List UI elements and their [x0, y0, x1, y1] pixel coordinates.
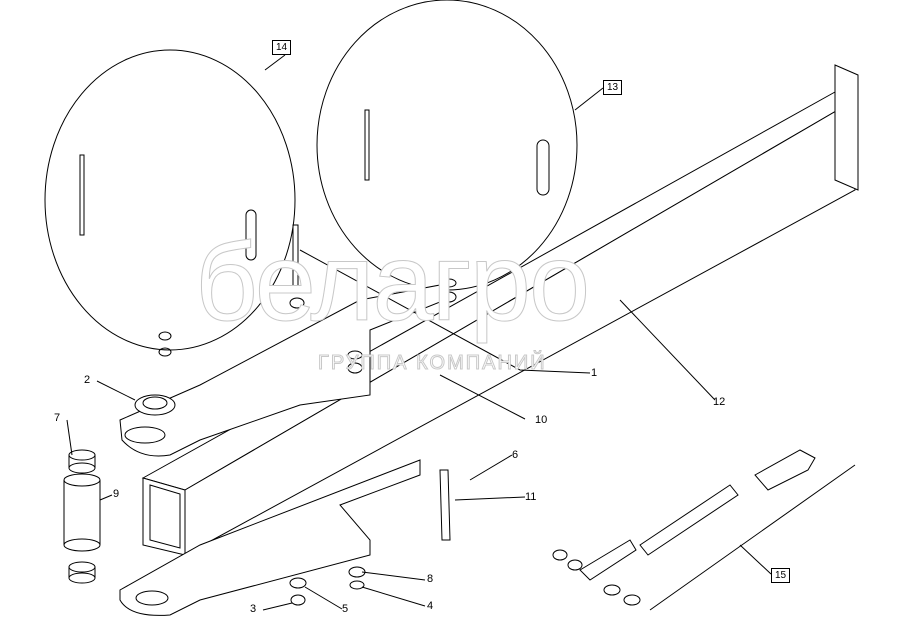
- washers: [158, 278, 457, 606]
- label-6: 6: [512, 449, 519, 461]
- label-1: 1: [591, 367, 598, 379]
- bolts: [79, 109, 550, 291]
- callout-box-15: 15: [771, 568, 791, 583]
- label-5: 5: [342, 603, 349, 615]
- label-10: 10: [535, 414, 548, 426]
- watermark-tagline: ГРУППА КОМПАНИЙ: [318, 352, 547, 375]
- label-12: 12: [713, 396, 726, 408]
- callout-box-13: 13: [603, 80, 623, 95]
- label-7: 7: [54, 412, 61, 424]
- label-11: 11: [525, 491, 537, 503]
- label-8: 8: [427, 573, 434, 585]
- upper-plate: [119, 284, 446, 457]
- watermark-brand: белагро: [194, 221, 590, 344]
- label-4: 4: [427, 600, 434, 612]
- callout-box-14: 14: [272, 40, 292, 55]
- part-11: [439, 469, 451, 541]
- turnbuckle-assembly-15: [552, 449, 856, 611]
- lower-plate: [119, 459, 421, 616]
- label-9: 9: [113, 488, 120, 500]
- label-3: 3: [250, 603, 257, 615]
- leader-lines: [66, 54, 772, 611]
- bushing-assembly: [63, 449, 101, 584]
- label-2: 2: [84, 374, 91, 386]
- detail-circle-13: [316, 0, 578, 291]
